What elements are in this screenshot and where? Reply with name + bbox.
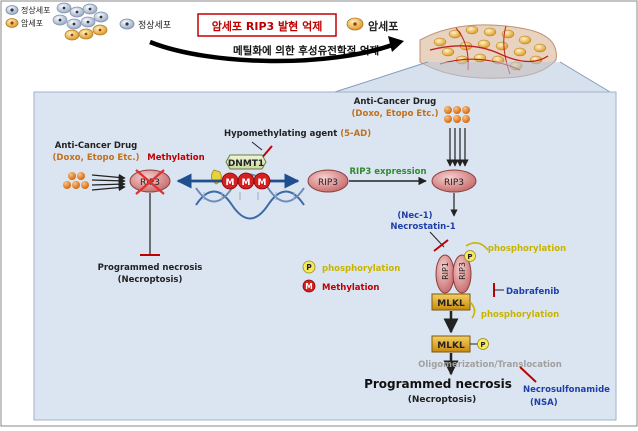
normal-cell-nucleus-icon [10,8,14,12]
hypomethylating-agent-label: Hypomethylating agent (5-AD) [224,129,371,139]
methylation-mark-icon [253,172,271,190]
banner-suffix: 발현 억제 [274,19,322,33]
right-drug-arrows-icon [446,128,469,167]
zoom-projection-fill [335,62,610,92]
nsa-label: Necrosulfonamide [523,385,610,395]
mlkl-label-2: MLKL [437,341,465,351]
right-drug-molecules-icon [444,106,470,123]
mlkl-phospho-p-icon [477,338,489,350]
rip3-complex-label: RIP3 [458,262,467,280]
dabrafenib-label: Dabrafenib [506,287,559,297]
methylation-marks: M M M [221,172,271,190]
top-legend: 정상세포 암세포 [5,5,50,28]
m-mark-text: M [242,178,251,188]
left-necrosis-sub: (Necroptosis) [118,275,183,285]
banner-highlight: RIP3 [246,20,274,33]
m-mark-text: M [258,178,267,188]
phospho-p-icon [464,250,476,262]
top-normal-cell: 정상세포 [119,18,171,31]
rip-phosphorylation-label: phosphorylation [488,244,566,254]
normal-tissue-cluster-icon [52,2,109,41]
right-necrosis-sub: (Necroptosis) [408,395,477,405]
curved-arrow-head-icon [388,36,404,52]
top-cancer-cell: 암세포 [346,17,398,33]
right-drug-title: Anti-Cancer Drug [354,97,437,107]
main-panel [33,91,617,421]
nsa-abbr-label: (NSA) [530,398,558,408]
left-drug-sub: (Doxo, Etopo Etc.) [53,153,140,163]
oligomerization-label: Oligomerization/Translocation [418,360,562,370]
right-rip3-label: RIP3 [444,178,464,188]
legend-normal-label: 정상세포 [21,5,50,15]
center-rip3-label: RIP3 [318,178,338,188]
key-m-symbol: M [305,282,312,291]
hypo-pointer-line [251,141,263,151]
epigenetic-suppression-subtitle: 메틸화에 의한 후성유전학적 억제 [233,44,379,57]
hypo-suffix: (5-AD) [340,129,371,139]
legend-cancer-label: 암세포 [21,18,43,28]
key-p-symbol: P [306,263,312,272]
rip3-suppression-banner [197,13,337,37]
rip1-label: RIP1 [441,262,450,280]
left-drug-molecules-icon [63,172,89,189]
dnmt1-label: DNMT1 [228,159,264,169]
symbol-key: P phosphorylation M Methylation [302,260,400,293]
phospho-curve-icon [465,242,489,251]
mlkl-phospho-curve-icon [469,301,476,319]
right-drug-sub: (Doxo, Etopo Etc.) [352,109,439,119]
key-methylation-icon [302,279,316,293]
suppression-curved-arrow [149,39,396,64]
banner-prefix: 암세포 [212,19,246,33]
necrostatin1-label: Necrostatin-1 [390,222,455,232]
p-symbol-text: P [467,253,472,261]
key-phosphorylation-label: phosphorylation [322,264,400,274]
top-cancer-label: 암세포 [368,19,398,33]
mlkl-label: MLKL [437,299,465,309]
nsa-inhibition-bar [519,366,537,383]
left-drug-arrows-icon [91,173,126,192]
nec1-label: (Nec-1) [397,211,432,221]
rip3-complex-node [452,254,472,294]
right-necrosis-title: Programmed necrosis [364,377,512,391]
mlkl-phosphorylation-label: phosphorylation [481,310,559,320]
banner-text: 암세포 RIP3 발현 억제 [212,19,323,33]
key-phospho-icon [302,260,316,274]
left-drug-title: Anti-Cancer Drug [55,141,138,151]
hypo-prefix: Hypomethylating agent [224,129,340,139]
left-methylation-label: Methylation [147,153,204,163]
mlkl-p-symbol: P [480,341,485,349]
right-rip3-node [431,169,477,193]
center-rip3-node [307,169,349,193]
m-mark-text: M [226,178,235,188]
top-normal-label: 정상세포 [138,20,171,31]
cancer-cell-nucleus-icon [10,21,14,25]
key-methylation-label: Methylation [322,283,379,293]
rip3-expression-label: RIP3 expression [349,167,426,177]
left-necrosis-title: Programmed necrosis [98,263,203,273]
left-rip3-blocked-icon [135,169,165,195]
dnmt1-node [225,154,267,170]
nec1-inhibition-bar [433,239,449,252]
